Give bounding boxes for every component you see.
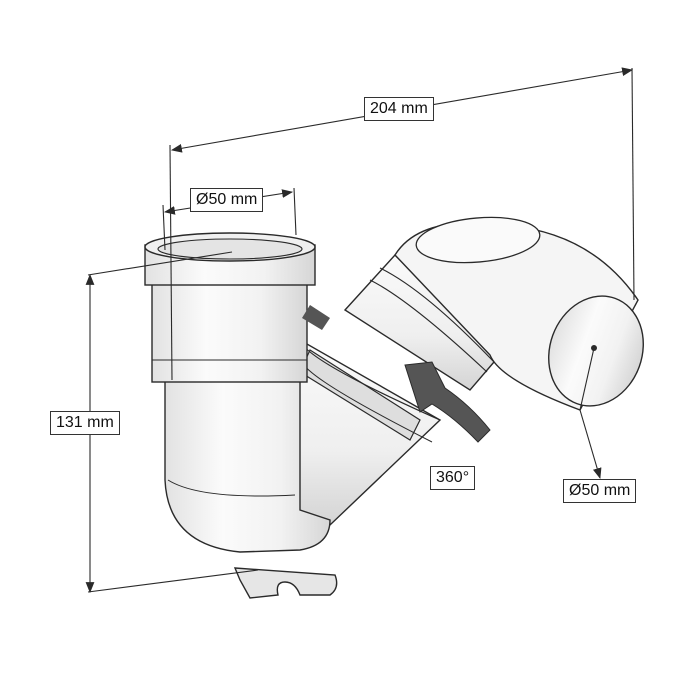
overall-width-label: 204 mm (364, 97, 434, 121)
inlet-diameter-label: Ø50 mm (190, 188, 264, 212)
rotation-label: 360° (430, 466, 476, 490)
vertical-inlet-pipe (144, 232, 331, 553)
base-plate (233, 567, 338, 599)
elbow-outlet (394, 216, 644, 411)
overall-height-label: 131 mm (50, 411, 120, 435)
outlet-diameter-label: Ø50 mm (563, 479, 637, 503)
rotation-arrow (302, 305, 491, 443)
